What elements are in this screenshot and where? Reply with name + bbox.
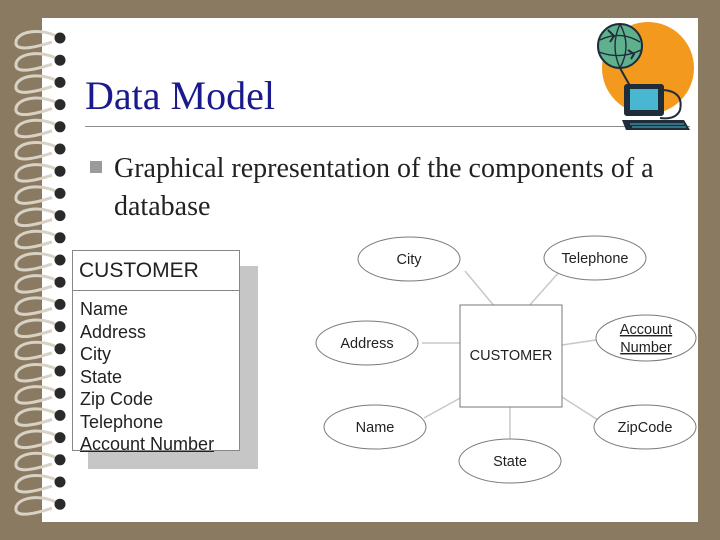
spiral-ring <box>14 140 61 161</box>
spiral-ring <box>14 185 61 205</box>
spiral-ring <box>14 385 61 405</box>
entity-box <box>459 304 563 408</box>
spiral-ring <box>14 429 61 450</box>
slide-title: Data Model <box>85 73 275 118</box>
spiral-hole <box>54 343 66 355</box>
spiral-hole <box>54 409 66 421</box>
table-field: Address <box>80 321 147 342</box>
spiral-ring <box>14 318 61 339</box>
attr-label-state: State <box>493 454 527 470</box>
spiral-ring <box>14 251 61 272</box>
entity-label: CUSTOMER <box>470 348 553 364</box>
table-field: Name <box>80 299 129 319</box>
spiral-hole <box>54 321 66 333</box>
customer-table-box <box>72 250 240 451</box>
spiral-hole <box>54 498 66 510</box>
spiral-hole <box>54 254 66 266</box>
table-field-key: Account Number <box>80 434 215 454</box>
spiral-hole <box>54 32 66 44</box>
title-divider <box>85 126 690 127</box>
attr-label-address: Address <box>340 336 393 352</box>
globe-computer-clipart <box>597 22 694 130</box>
spiral-hole <box>54 121 66 133</box>
spiral-ring <box>14 29 61 50</box>
spiral-hole <box>54 232 66 244</box>
spiral-hole <box>54 187 66 199</box>
bullet-icon <box>90 161 102 173</box>
attr-label-number: Number <box>620 340 672 356</box>
spiral-ring <box>14 274 61 294</box>
attr-oval-telephone <box>543 235 647 281</box>
attr-oval-name <box>323 404 427 450</box>
attr-oval-city <box>357 236 461 282</box>
spiral-ring <box>14 163 61 183</box>
table-field: State <box>80 366 123 387</box>
spiral-hole <box>54 165 66 177</box>
spiral-ring <box>14 118 61 139</box>
spiral-ring <box>14 207 61 228</box>
spiral-ring <box>14 473 61 494</box>
attr-oval-account-number <box>595 314 697 362</box>
customer-table-divider <box>72 290 240 291</box>
table-field: City <box>80 344 111 364</box>
spiral-hole <box>54 454 66 466</box>
attr-oval-zipcode <box>593 404 697 450</box>
spiral-hole <box>54 365 66 377</box>
spiral-ring <box>14 52 61 72</box>
spiral-ring <box>14 496 61 516</box>
spiral-ring <box>14 407 61 427</box>
attr-label-name: Name <box>356 420 395 436</box>
spiral-ring <box>14 229 61 250</box>
attribute-ovals <box>315 235 697 484</box>
attr-label-telephone: Telephone <box>562 251 629 267</box>
spiral-hole <box>54 298 66 310</box>
spiral-hole <box>54 476 66 488</box>
spiral-ring <box>14 96 61 117</box>
er-connectors <box>422 270 599 441</box>
spiral-hole <box>54 210 66 222</box>
spiral-hole <box>54 276 66 288</box>
table-field: Zip Code <box>80 389 154 409</box>
spiral-hole <box>54 432 66 444</box>
attr-label-zipcode: ZipCode <box>618 420 673 436</box>
spiral-hole <box>54 143 66 155</box>
spiral-hole <box>54 76 66 88</box>
spiral-hole <box>54 54 66 66</box>
table-field: Telephone <box>80 411 164 432</box>
attr-label-account: Account <box>620 322 672 338</box>
attr-label-city: City <box>397 252 423 268</box>
spiral-ring <box>14 362 61 383</box>
spiral-ring <box>14 296 61 316</box>
spiral-ring <box>14 340 61 361</box>
attr-oval-address <box>315 320 419 366</box>
spiral-ring <box>14 451 61 472</box>
customer-table-title: CUSTOMER <box>79 259 199 282</box>
bullet-text: Graphical representation of the componen… <box>114 153 654 222</box>
spiral-ring <box>14 74 61 94</box>
spiral-binding <box>14 29 66 516</box>
spiral-hole <box>54 387 66 399</box>
attr-oval-state <box>458 438 562 484</box>
spiral-hole <box>54 99 66 111</box>
customer-table-fields: Name Address City State Zip Code Telepho… <box>80 298 214 456</box>
